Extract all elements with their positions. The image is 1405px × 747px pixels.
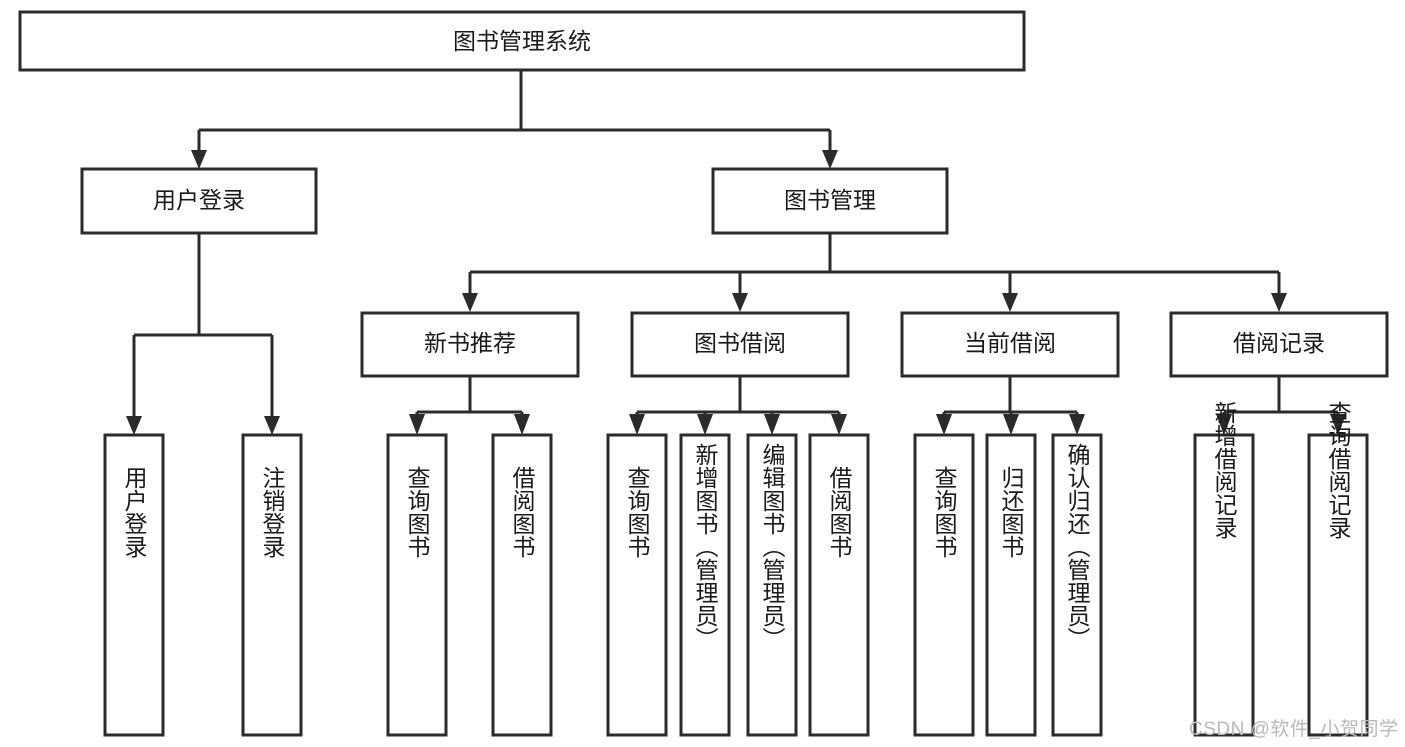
node-leaf-borrow-book-1[interactable]: 借阅图书	[491, 433, 553, 737]
node-root-title[interactable]: 图书管理系统	[18, 10, 1026, 72]
node-book-management-rect[interactable]	[711, 167, 949, 235]
node-leaf-query-book-2-label: 查询图书	[624, 466, 651, 558]
arrow-leaf-query-book-1	[409, 414, 425, 435]
node-book-management[interactable]: 图书管理	[711, 167, 949, 235]
arrow-leaf-add-record	[1216, 414, 1232, 435]
node-user-login[interactable]: 用户登录	[80, 167, 318, 235]
node-leaf-return-book-label: 归还图书	[998, 466, 1025, 558]
node-borrow-record[interactable]: 借阅记录	[1169, 311, 1389, 378]
node-leaf-query-book-1-label: 查询图书	[404, 466, 431, 558]
node-root-title-label: 图书管理系统	[453, 28, 591, 54]
node-leaf-user-login[interactable]: 用户登录	[103, 433, 165, 737]
arrow-leaf-confirm-return	[1069, 414, 1085, 435]
arrow-leaf-borrow-book-1	[514, 414, 530, 435]
node-leaf-add-record-label: 新增借阅记录	[1211, 401, 1238, 539]
node-new-book-recommend-rect[interactable]	[360, 311, 580, 378]
arrow-borrow-record	[1271, 293, 1287, 312]
node-current-borrow-rect[interactable]	[900, 311, 1120, 378]
node-borrow-record-label: 借阅记录	[1233, 330, 1325, 356]
node-leaf-borrow-book-2[interactable]: 借阅图书	[808, 433, 870, 737]
arrow-leaf-borrow-book-2	[831, 414, 847, 435]
node-leaf-query-record[interactable]: 查询借阅记录	[1307, 401, 1369, 737]
node-new-book-recommend-label: 新书推荐	[424, 330, 516, 356]
node-leaf-query-record-label: 查询借阅记录	[1325, 401, 1352, 539]
node-leaf-borrow-book-1-rect[interactable]	[491, 433, 553, 737]
arrow-leaf-return-book	[1003, 414, 1019, 435]
node-leaf-user-login-rect[interactable]	[103, 433, 165, 737]
arrow-leaf-user-login	[126, 416, 142, 435]
node-current-borrow-label: 当前借阅	[964, 330, 1056, 356]
arrow-leaf-query-book-2	[629, 414, 645, 435]
node-leaf-query-book-1[interactable]: 查询图书	[386, 433, 448, 737]
node-book-borrow-label: 图书借阅	[694, 330, 786, 356]
edge-layer	[126, 70, 1346, 435]
node-user-login-rect[interactable]	[80, 167, 318, 235]
node-leaf-query-book-3[interactable]: 查询图书	[913, 433, 975, 737]
arrow-leaf-add-book	[697, 414, 713, 435]
arrow-book-management	[822, 150, 838, 169]
node-leaf-confirm-return[interactable]: 确认归还（管理员）	[1051, 433, 1103, 737]
node-leaf-add-record-rect[interactable]	[1193, 433, 1255, 737]
node-leaf-borrow-book-2-rect[interactable]	[808, 433, 870, 737]
node-leaf-logout-login-rect[interactable]	[241, 433, 303, 737]
node-leaf-query-book-3-label: 查询图书	[931, 466, 958, 558]
node-leaf-logout-login[interactable]: 注销登录	[241, 433, 303, 737]
arrow-user-login	[191, 150, 207, 169]
node-leaf-logout-login-label: 注销登录	[259, 466, 286, 558]
node-new-book-recommend[interactable]: 新书推荐	[360, 311, 580, 378]
node-book-borrow-rect[interactable]	[630, 311, 850, 378]
arrow-current-borrow	[1002, 293, 1018, 312]
arrow-leaf-query-record	[1330, 414, 1346, 435]
node-leaf-borrow-book-2-label: 借阅图书	[826, 466, 853, 558]
arrow-leaf-logout-login	[264, 416, 280, 435]
node-leaf-return-book[interactable]: 归还图书	[985, 433, 1037, 737]
node-leaf-query-book-3-rect[interactable]	[913, 433, 975, 737]
node-leaf-edit-book-rect[interactable]	[746, 433, 798, 737]
arrow-book-borrow	[732, 293, 748, 312]
node-leaf-add-book-label: 新增图书（管理员）	[692, 443, 719, 650]
node-leaf-query-book-2-rect[interactable]	[606, 433, 668, 737]
node-leaf-query-record-rect[interactable]	[1307, 433, 1369, 737]
node-leaf-return-book-rect[interactable]	[985, 433, 1037, 737]
node-book-borrow[interactable]: 图书借阅	[630, 311, 850, 378]
node-leaf-confirm-return-rect[interactable]	[1051, 433, 1103, 737]
node-leaf-add-record[interactable]: 新增借阅记录	[1193, 401, 1255, 737]
node-current-borrow[interactable]: 当前借阅	[900, 311, 1120, 378]
node-leaf-query-book-1-rect[interactable]	[386, 433, 448, 737]
node-leaf-add-book[interactable]: 新增图书（管理员）	[679, 433, 731, 737]
node-book-management-label: 图书管理	[784, 187, 876, 213]
node-leaf-confirm-return-label: 确认归还（管理员）	[1064, 443, 1091, 650]
node-leaf-query-book-2[interactable]: 查询图书	[606, 433, 668, 737]
arrow-leaf-edit-book	[764, 414, 780, 435]
node-leaf-edit-book-label: 编辑图书（管理员）	[759, 443, 786, 650]
node-leaf-edit-book[interactable]: 编辑图书（管理员）	[746, 433, 798, 737]
node-user-login-label: 用户登录	[153, 187, 245, 213]
arrow-new-book-recommend	[462, 293, 478, 312]
csdn-watermark: CSDN @软件_小贺同学	[1189, 719, 1399, 740]
node-leaf-user-login-label: 用户登录	[121, 466, 148, 558]
arrow-leaf-query-book-3	[936, 414, 952, 435]
node-leaf-borrow-book-1-label: 借阅图书	[509, 466, 536, 558]
node-root-title-rect[interactable]	[18, 10, 1026, 72]
node-leaf-add-book-rect[interactable]	[679, 433, 731, 737]
node-borrow-record-rect[interactable]	[1169, 311, 1389, 378]
